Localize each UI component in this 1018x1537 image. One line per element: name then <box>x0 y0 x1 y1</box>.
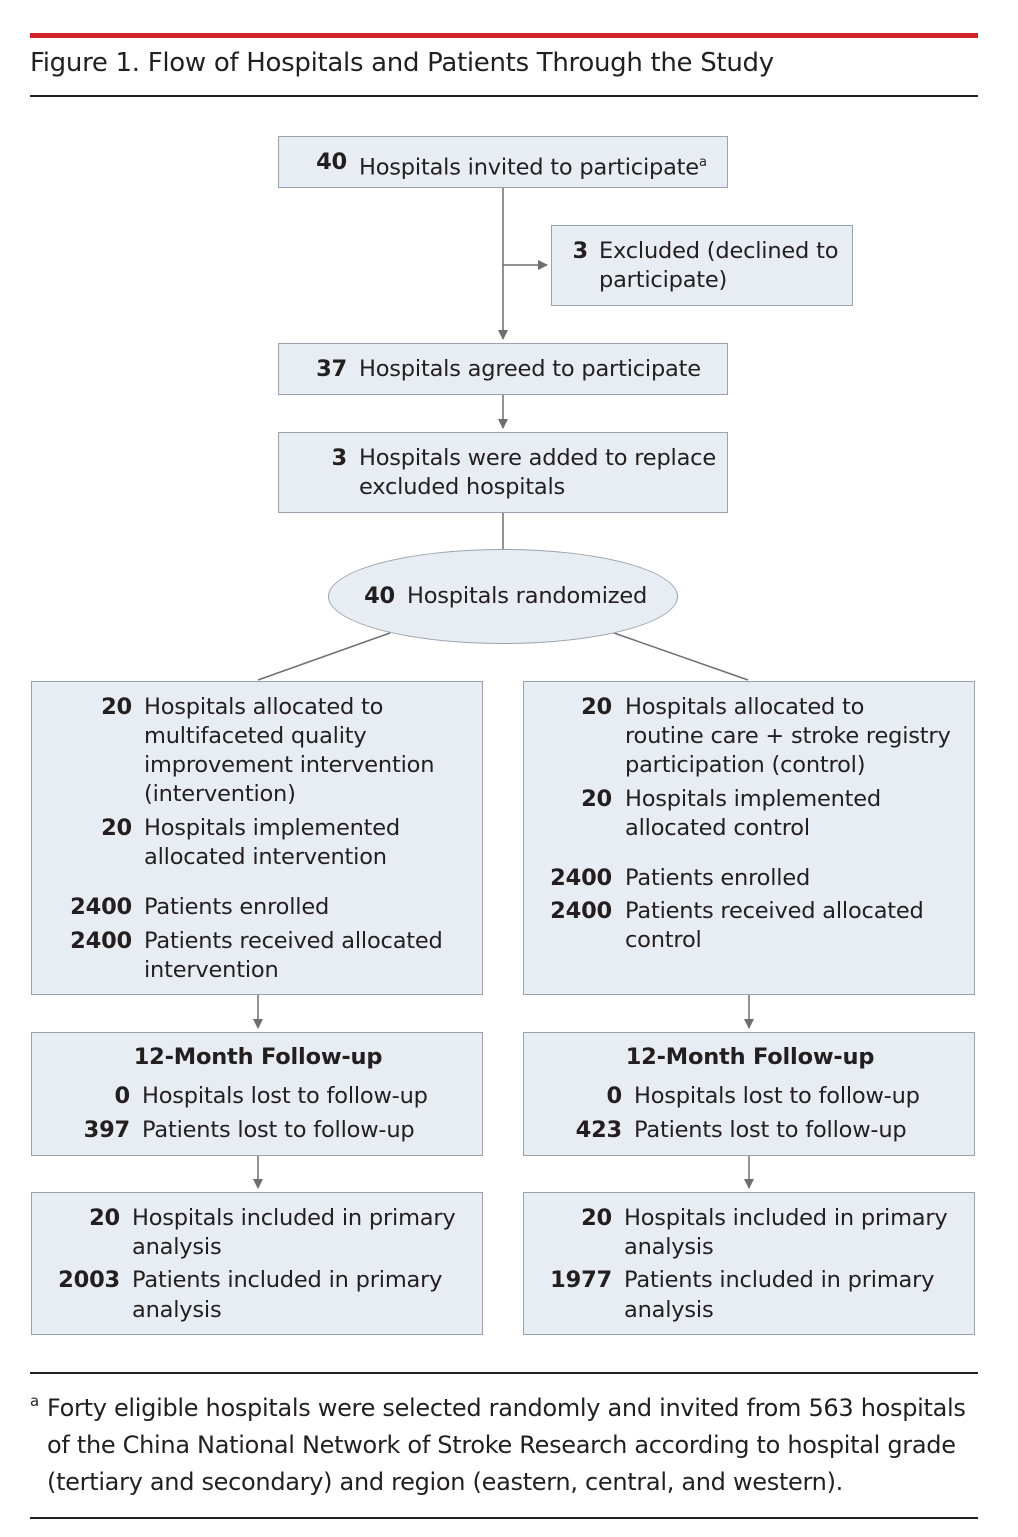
label-line: participate) <box>599 267 728 293</box>
label-line: Patients received allocated <box>625 898 924 924</box>
label-line: improvement intervention <box>144 752 435 778</box>
count: 20 <box>581 786 612 812</box>
label-line: Patients enrolled <box>144 894 330 920</box>
label-line: multifaceted quality <box>144 723 367 749</box>
box-control-followup: 12-Month Follow-up 0 Hospitals lost to f… <box>523 1032 975 1156</box>
label-line: Hospitals included in primary <box>624 1205 948 1231</box>
count: 0 <box>606 1083 623 1109</box>
count: 3 <box>331 445 348 471</box>
label-line: Hospitals implemented <box>625 786 881 812</box>
connector-randomized-to-control <box>613 632 749 681</box>
followup-heading: 12-Month Follow-up <box>625 1044 875 1070</box>
label-line: Hospitals lost to follow-up <box>142 1083 428 1109</box>
label-line: Hospitals were added to replace <box>359 445 716 471</box>
label-line: Patients lost to follow-up <box>142 1117 415 1143</box>
count: 20 <box>89 1205 120 1231</box>
box-intervention-allocation: 20 Hospitals allocated to multifaceted q… <box>31 681 483 995</box>
box-hospitals-agreed: 37 Hospitals agreed to participate <box>278 343 728 395</box>
label: Hospitals agreed to participate <box>359 356 701 382</box>
count: 423 <box>575 1117 623 1143</box>
label-line: Patients received allocated <box>144 928 443 954</box>
count: 1977 <box>550 1267 612 1293</box>
box-control-allocation: 20 Hospitals allocated to routine care +… <box>523 681 975 995</box>
count: 20 <box>581 694 612 720</box>
label-line: Patients included in primary <box>624 1267 935 1293</box>
box-intervention-analysis: 20 Hospitals included in primary analysi… <box>31 1192 483 1335</box>
label: Hospitals invited to participatea <box>359 154 707 181</box>
box-excluded: 3 Excluded (declined to participate) <box>551 225 853 306</box>
count: 40 <box>316 149 347 175</box>
count: 3 <box>572 238 589 264</box>
label-line: excluded hospitals <box>359 474 566 500</box>
count: 40 <box>364 583 395 609</box>
label-line: analysis <box>132 1234 222 1260</box>
count: 37 <box>316 356 347 382</box>
label-line: analysis <box>624 1234 714 1260</box>
label: Hospitals randomized <box>407 583 648 609</box>
label-line: participation (control) <box>625 752 866 778</box>
label-line: routine care + stroke registry <box>625 723 951 749</box>
label-line: allocated intervention <box>144 844 387 870</box>
label-line: Patients included in primary <box>132 1267 443 1293</box>
label-line: Patients enrolled <box>625 865 811 891</box>
label-line: Hospitals implemented <box>144 815 400 841</box>
ellipse-hospitals-randomized: 40 Hospitals randomized <box>328 549 678 644</box>
label-line: analysis <box>624 1297 714 1323</box>
label-line: analysis <box>132 1297 222 1323</box>
connector-randomized-to-intervention <box>257 632 391 681</box>
box-control-analysis: 20 Hospitals included in primary analysi… <box>523 1192 975 1335</box>
label-line: Hospitals allocated to <box>144 694 384 720</box>
count: 2400 <box>70 928 132 954</box>
footnote-ref: a <box>698 155 707 170</box>
footnote-text: Forty eligible hospitals were selected r… <box>47 1394 966 1496</box>
footnote-marker: a <box>30 1392 40 1410</box>
count: 20 <box>101 694 132 720</box>
title-rule <box>30 95 978 97</box>
label-line: allocated control <box>625 815 810 841</box>
label-line: (intervention) <box>144 781 296 807</box>
label-line: Excluded (declined to <box>599 238 839 264</box>
label-line: Hospitals allocated to <box>625 694 865 720</box>
box-intervention-followup: 12-Month Follow-up 0 Hospitals lost to f… <box>31 1032 483 1156</box>
label-line: Patients lost to follow-up <box>634 1117 907 1143</box>
label-line: intervention <box>144 957 279 983</box>
count: 20 <box>581 1205 612 1231</box>
count: 0 <box>114 1083 131 1109</box>
label-line: Hospitals included in primary <box>132 1205 456 1231</box>
label-line: control <box>625 927 702 953</box>
count: 2003 <box>58 1267 120 1293</box>
box-hospitals-invited: 40 Hospitals invited to participatea <box>278 136 728 188</box>
count: 397 <box>83 1117 131 1143</box>
figure-top-accent-bar <box>30 33 978 38</box>
count: 2400 <box>550 898 612 924</box>
label-line: Hospitals lost to follow-up <box>634 1083 920 1109</box>
bottom-rule <box>30 1517 978 1519</box>
count: 2400 <box>550 865 612 891</box>
figure-title: Figure 1. Flow of Hospitals and Patients… <box>30 48 774 78</box>
count: 20 <box>101 815 132 841</box>
count: 2400 <box>70 894 132 920</box>
followup-heading: 12-Month Follow-up <box>133 1044 383 1070</box>
footnote-rule <box>30 1372 978 1374</box>
box-hospitals-added: 3 Hospitals were added to replace exclud… <box>278 432 728 513</box>
